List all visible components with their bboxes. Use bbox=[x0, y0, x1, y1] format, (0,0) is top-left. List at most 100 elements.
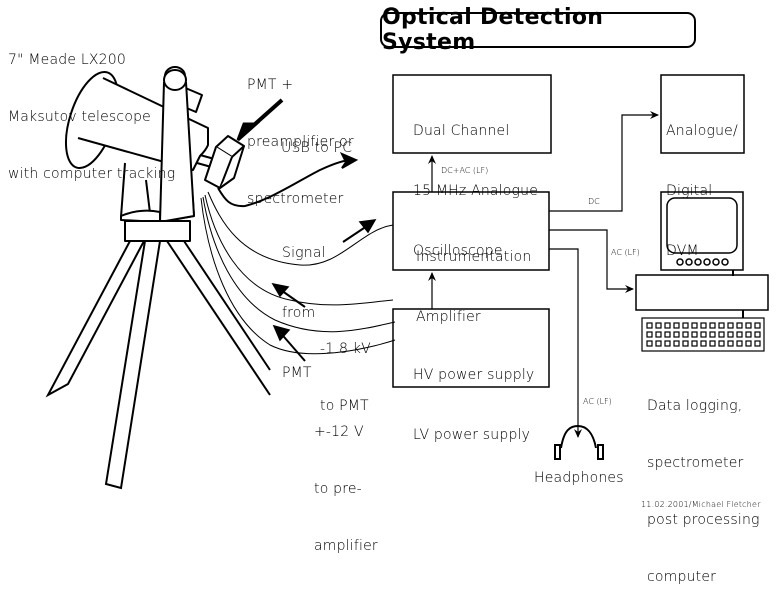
keyboard-key bbox=[727, 331, 734, 338]
hv-cable-label-line: to PMT bbox=[320, 398, 369, 414]
data-logging-line: post processing bbox=[647, 512, 760, 528]
oscilloscope-text-line: Oscilloscope bbox=[413, 243, 503, 259]
lv-cable-label: +-12 V to pre- amplifier bbox=[314, 385, 378, 575]
power-supply-text-line: LV power supply bbox=[413, 427, 531, 443]
keyboard-key bbox=[700, 331, 707, 338]
keyboard-key bbox=[664, 331, 671, 338]
oscilloscope-text-line: 15 MHz Analogue bbox=[413, 183, 539, 199]
keyboard-icon bbox=[641, 317, 765, 352]
lv-arrow-icon bbox=[272, 324, 306, 362]
keyboard-key bbox=[718, 322, 725, 329]
amp-to-headphones-label: AC (LF) bbox=[583, 397, 612, 406]
pmt-module-icon bbox=[204, 135, 245, 189]
keyboard-key bbox=[664, 322, 671, 329]
data-logging-line: computer bbox=[647, 569, 717, 585]
oscilloscope-text-line: Dual Channel bbox=[413, 123, 510, 139]
pmt-label: PMT + preamplifier or spectrometer bbox=[247, 38, 354, 228]
dvm-text-line: Digital bbox=[666, 183, 713, 199]
lv-cable-label-line: +-12 V bbox=[314, 424, 364, 440]
hv-cable-label: -1.8 kV to PMT bbox=[320, 302, 371, 435]
dvm-box-text: Analogue/ Digital DVM bbox=[666, 81, 738, 281]
keyboard-key bbox=[745, 331, 752, 338]
headphones-icon bbox=[554, 424, 604, 460]
keyboard-key bbox=[709, 331, 716, 338]
keyboard-key bbox=[691, 340, 698, 347]
keyboard-key bbox=[727, 340, 734, 347]
signal-label: Signal from PMT bbox=[282, 203, 326, 403]
keyboard-key bbox=[682, 322, 689, 329]
keyboard-key bbox=[655, 331, 662, 338]
keyboard-key bbox=[700, 322, 707, 329]
data-logging-line: Data logging, bbox=[647, 398, 743, 414]
headphones-label: Headphones bbox=[534, 470, 624, 486]
pmt-pointer-arrow bbox=[236, 98, 284, 142]
telescope-label: 7" Meade LX200 Maksutov telescope with c… bbox=[8, 13, 175, 203]
diagram-title: Optical Detection System bbox=[382, 5, 604, 55]
power-supply-box bbox=[392, 308, 550, 388]
keyboard-key bbox=[736, 331, 743, 338]
connection-lines bbox=[428, 111, 659, 438]
keyboard-key bbox=[754, 331, 761, 338]
keyboard-key bbox=[745, 322, 752, 329]
power-supply-box-text: HV power supply LV power supply bbox=[413, 325, 534, 465]
keyboard-key bbox=[754, 322, 761, 329]
signal-label-line: Signal bbox=[282, 245, 326, 261]
amp-to-dvm-label: DC bbox=[588, 197, 600, 206]
keyboard-key bbox=[745, 340, 752, 347]
pmt-label-line: spectrometer bbox=[247, 191, 344, 207]
amplifier-box bbox=[392, 191, 550, 271]
keyboard-key bbox=[646, 331, 653, 338]
signal-label-line: from bbox=[282, 305, 316, 321]
keyboard-key bbox=[709, 340, 716, 347]
keyboard-key bbox=[664, 340, 671, 347]
keyboard-key bbox=[709, 322, 716, 329]
telescope-label-line: Maksutov telescope bbox=[8, 109, 151, 125]
amplifier-box-text: Instrumentation Amplifier bbox=[416, 207, 531, 347]
keyboard-key bbox=[727, 322, 734, 329]
data-logging-label: Data logging, spectrometer post processi… bbox=[647, 359, 760, 606]
keyboard-key bbox=[673, 322, 680, 329]
amp-to-scope-label: DC+AC (LF) bbox=[441, 166, 489, 175]
pmt-label-line: PMT + bbox=[247, 77, 294, 93]
data-logging-line: spectrometer bbox=[647, 455, 744, 471]
keyboard-key bbox=[682, 340, 689, 347]
diagram-drawing bbox=[45, 66, 769, 490]
telescope-label-line: 7" Meade LX200 bbox=[8, 52, 126, 68]
telescope-label-line: with computer tracking bbox=[8, 166, 176, 182]
usb-cable bbox=[217, 159, 353, 208]
keyboard-key bbox=[736, 340, 743, 347]
hv-arrow-icon bbox=[271, 282, 306, 308]
monitor-icon bbox=[660, 191, 744, 276]
keyboard-key bbox=[682, 331, 689, 338]
keyboard-key bbox=[673, 340, 680, 347]
dvm-text-line: Analogue/ bbox=[666, 123, 738, 139]
cables bbox=[200, 191, 396, 355]
amp-to-pc-label: AC (LF) bbox=[611, 248, 640, 257]
power-supply-text-line: HV power supply bbox=[413, 367, 535, 383]
keyboard-key bbox=[718, 340, 725, 347]
amplifier-text-line: Instrumentation bbox=[416, 249, 532, 265]
keyboard-key bbox=[691, 331, 698, 338]
usb-arrow-icon bbox=[339, 152, 359, 169]
telescope-icon bbox=[64, 66, 219, 242]
credit-label: 11.02.2001/Michael Fletcher bbox=[641, 500, 761, 509]
pmt-label-line: preamplifier or bbox=[247, 134, 354, 150]
dvm-box bbox=[660, 74, 745, 154]
keyboard-key bbox=[673, 331, 680, 338]
keyboard-key bbox=[655, 322, 662, 329]
oscilloscope-box-text: Dual Channel 15 MHz Analogue Oscilloscop… bbox=[413, 81, 538, 281]
keyboard-key bbox=[691, 322, 698, 329]
oscilloscope-box bbox=[392, 74, 552, 154]
computer-case-icon bbox=[635, 274, 769, 311]
usb-label: USB to PC bbox=[281, 140, 353, 156]
keyboard-key bbox=[646, 340, 653, 347]
keyboard-key bbox=[754, 340, 761, 347]
dvm-text-line: DVM bbox=[666, 243, 699, 259]
tripod-icon bbox=[45, 240, 271, 490]
lv-cable-label-line: amplifier bbox=[314, 538, 378, 554]
keyboard-key bbox=[646, 322, 653, 329]
keyboard-key bbox=[655, 340, 662, 347]
hv-cable-label-line: -1.8 kV bbox=[320, 341, 371, 357]
amplifier-text-line: Amplifier bbox=[416, 309, 481, 325]
diagram-title-box: Optical Detection System bbox=[380, 5, 696, 55]
